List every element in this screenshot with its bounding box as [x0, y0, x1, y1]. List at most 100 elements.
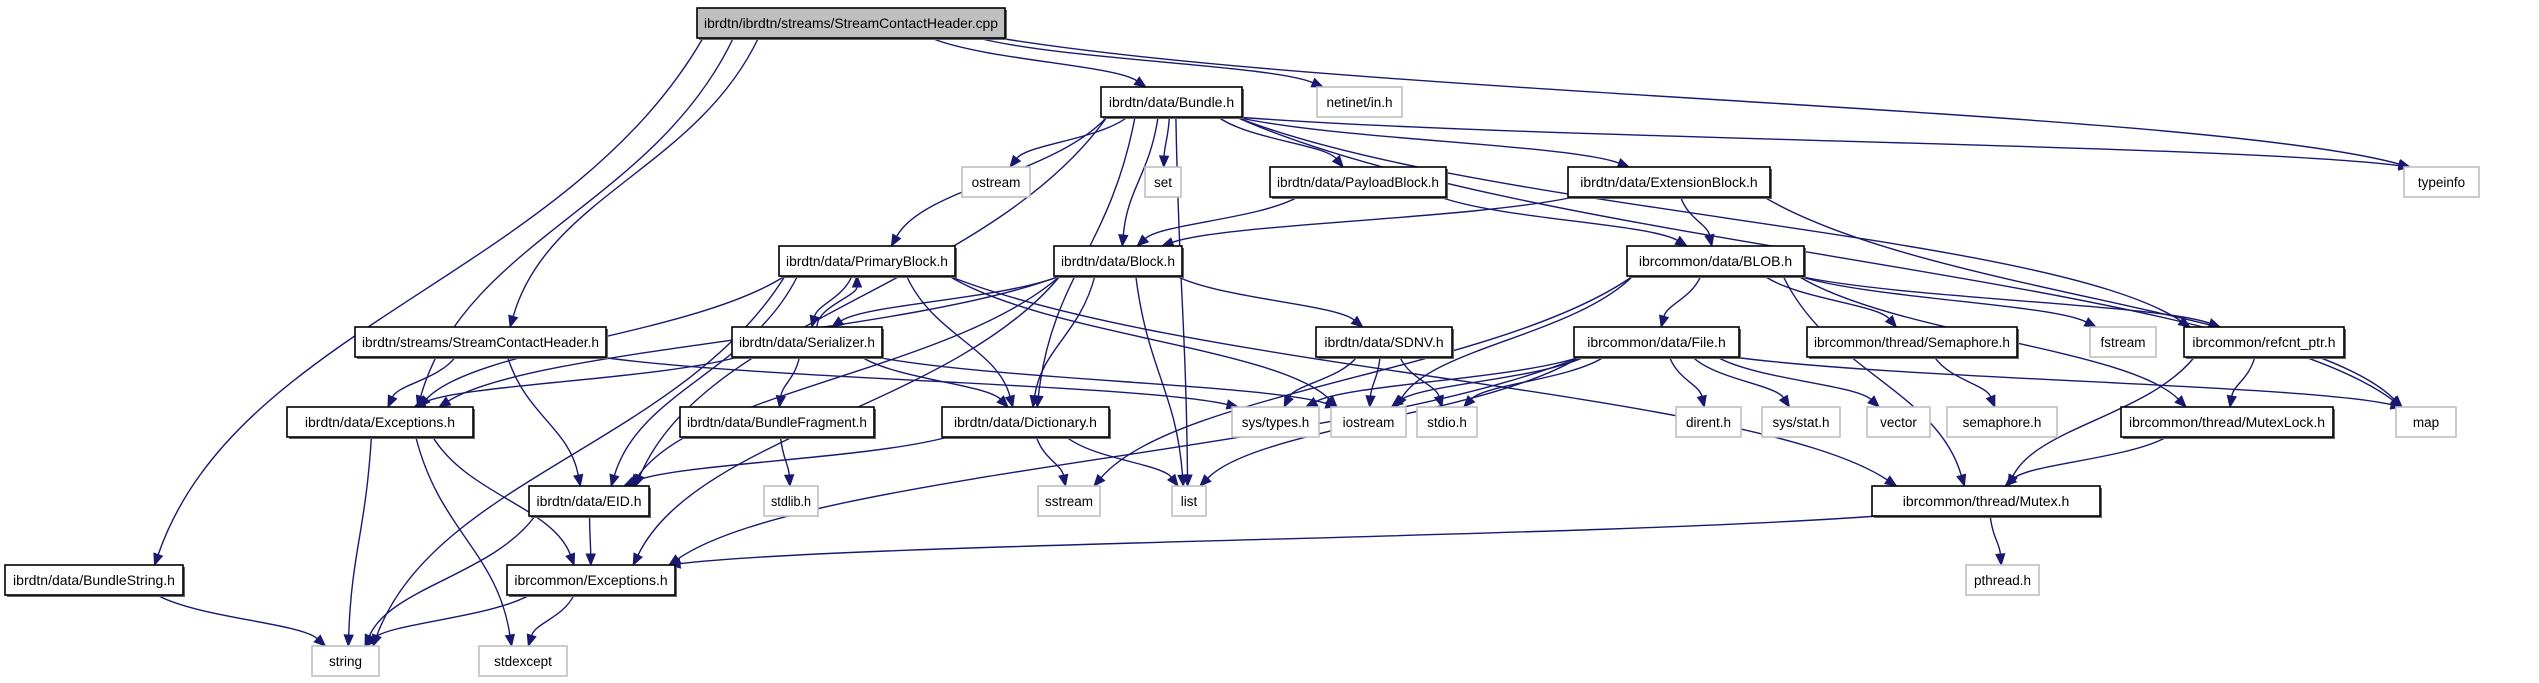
graph-node-exceptions-common[interactable]: ibrcommon/Exceptions.h	[506, 564, 677, 597]
arrowhead-icon	[1674, 235, 1689, 247]
graph-node-dirent: dirent.h	[1675, 406, 1742, 438]
edge-line	[1144, 196, 1299, 240]
graph-node-refcnt[interactable]: ibrcommon/refcnt_ptr.h	[2183, 326, 2346, 359]
graph-node-list: list	[1171, 485, 1207, 517]
node-box	[1965, 564, 2040, 596]
edge-mutex-to-pthread	[1989, 515, 2006, 567]
edge-line	[998, 37, 2400, 165]
node-box	[1567, 166, 1771, 198]
arrowhead-icon	[609, 473, 620, 488]
node-label: typeinfo	[2418, 175, 2465, 190]
edge-sdnv-to-systypes	[1283, 356, 1358, 409]
graph-node-sdnv[interactable]: ibrdtn/data/SDNV.h	[1315, 326, 1454, 359]
edge-exceptions-data-to-stdexcept	[415, 436, 515, 648]
graph-node-exceptions-data[interactable]: ibrdtn/data/Exceptions.h	[286, 406, 475, 439]
edge-block-to-list	[1135, 275, 1188, 488]
node-label: ibrdtn/data/SDNV.h	[1324, 334, 1443, 350]
edge-line	[1035, 436, 1065, 476]
edge-line	[2012, 436, 2168, 480]
arrowhead-icon	[1009, 154, 1022, 169]
node-box	[2089, 326, 2157, 358]
graph-node-mutexlock[interactable]: ibrcommon/thread/MutexLock.h	[2120, 406, 2335, 439]
node-label: netinet/in.h	[1326, 95, 1392, 110]
node-box	[1053, 245, 1183, 277]
graph-node-sch-h[interactable]: ibrdtn/streams/StreamContactHeader.h	[354, 326, 608, 359]
edge-line	[1315, 356, 1581, 403]
edge-line	[2012, 356, 2196, 477]
graph-node-primaryblock[interactable]: ibrdtn/data/PrimaryBlock.h	[778, 245, 957, 278]
graph-node-iostream: iostream	[1330, 406, 1407, 438]
arrowhead-icon	[1093, 473, 1106, 487]
graph-node-root[interactable]: ibrdtn/ibrdtn/streams/StreamContactHeade…	[696, 7, 1007, 40]
graph-node-extensionblock[interactable]: ibrdtn/data/ExtensionBlock.h	[1567, 166, 1772, 199]
edge-file-to-vector	[1716, 356, 1881, 408]
edge-primaryblock-to-mutex	[948, 275, 1898, 487]
graph-node-file[interactable]: ibrcommon/data/File.h	[1573, 326, 1741, 359]
edge-bundle-to-payloadblock	[1217, 116, 1344, 169]
graph-node-bundle[interactable]: ibrdtn/data/Bundle.h	[1100, 86, 1244, 119]
node-box	[731, 326, 883, 358]
node-label: map	[2413, 415, 2439, 430]
arrowhead-icon	[1331, 154, 1344, 169]
edge-line	[1763, 196, 2395, 400]
node-box	[1573, 326, 1740, 358]
node-label: ibrcommon/refcnt_ptr.h	[2192, 334, 2335, 350]
graph-node-bundlestring[interactable]: ibrdtn/data/BundleString.h	[4, 564, 185, 597]
node-box	[478, 645, 568, 677]
edge-line	[1933, 356, 1992, 398]
edge-line	[506, 356, 579, 476]
node-label: ibrcommon/thread/Mutex.h	[1903, 493, 2070, 509]
edge-line	[1163, 116, 1171, 157]
edge-line	[348, 436, 373, 636]
edge-bundle-to-map	[1235, 116, 2404, 408]
graph-node-mutex[interactable]: ibrcommon/thread/Mutex.h	[1871, 485, 2102, 518]
edge-line	[372, 594, 530, 640]
node-box	[1416, 406, 1478, 438]
graph-node-semaphore[interactable]: ibrcommon/thread/Semaphore.h	[1806, 326, 2019, 359]
node-label: ibrdtn/streams/StreamContactHeader.h	[362, 334, 599, 350]
edge-line	[813, 275, 853, 317]
edge-line	[905, 275, 1011, 397]
arrowhead-icon	[1136, 234, 1150, 247]
graph-node-eid[interactable]: ibrdtn/data/EID.h	[528, 485, 651, 518]
node-label: vector	[1880, 415, 1917, 430]
edge-line	[1470, 356, 1605, 400]
graph-node-blob[interactable]: ibrcommon/data/BLOB.h	[1626, 245, 1806, 278]
edge-blob-to-refcnt	[1797, 275, 2222, 329]
edge-serializer-to-bundlefragment	[775, 356, 801, 409]
arrowhead-icon	[1283, 394, 1294, 409]
arrowhead-icon	[1166, 473, 1179, 488]
node-box	[1946, 406, 2058, 438]
edge-line	[1399, 356, 1585, 401]
edge-line	[977, 37, 1314, 84]
edge-line	[530, 594, 575, 636]
edge-semaphore-to-semaphore-h	[1933, 356, 1996, 409]
arrowhead-icon	[1778, 394, 1791, 409]
node-box	[2120, 406, 2334, 438]
graph-node-payloadblock[interactable]: ibrdtn/data/PayloadBlock.h	[1269, 166, 1448, 199]
edge-line	[1439, 196, 1678, 242]
graph-node-bundlefragment[interactable]: ibrdtn/data/BundleFragment.h	[679, 406, 876, 439]
node-box	[506, 564, 676, 596]
edge-line	[588, 515, 592, 555]
edge-line	[1235, 116, 1620, 164]
graph-node-dictionary[interactable]: ibrdtn/data/Dictionary.h	[941, 406, 1111, 439]
graph-node-fstream: fstream	[2089, 326, 2157, 358]
edge-extensionblock-to-map	[1763, 196, 2403, 408]
node-box	[778, 245, 956, 277]
edge-line	[1100, 275, 1634, 479]
edge-block-to-sdnv	[1175, 275, 1364, 328]
arrowhead-icon	[775, 394, 787, 409]
edge-line	[779, 436, 790, 476]
arrowhead-icon	[2177, 316, 2192, 328]
node-label: ibrcommon/data/BLOB.h	[1639, 253, 1792, 269]
graph-node-vector: vector	[1866, 406, 1931, 438]
graph-node-block[interactable]: ibrdtn/data/Block.h	[1053, 245, 1184, 278]
edge-blob-to-semaphore	[1764, 275, 1898, 329]
edge-line	[636, 275, 1061, 478]
node-label: ibrdtn/data/Exceptions.h	[305, 414, 455, 430]
edge-line	[157, 37, 704, 555]
arrowhead-icon	[1177, 474, 1188, 488]
edge-line	[156, 594, 318, 640]
graph-node-serializer[interactable]: ibrdtn/data/Serializer.h	[731, 326, 884, 359]
